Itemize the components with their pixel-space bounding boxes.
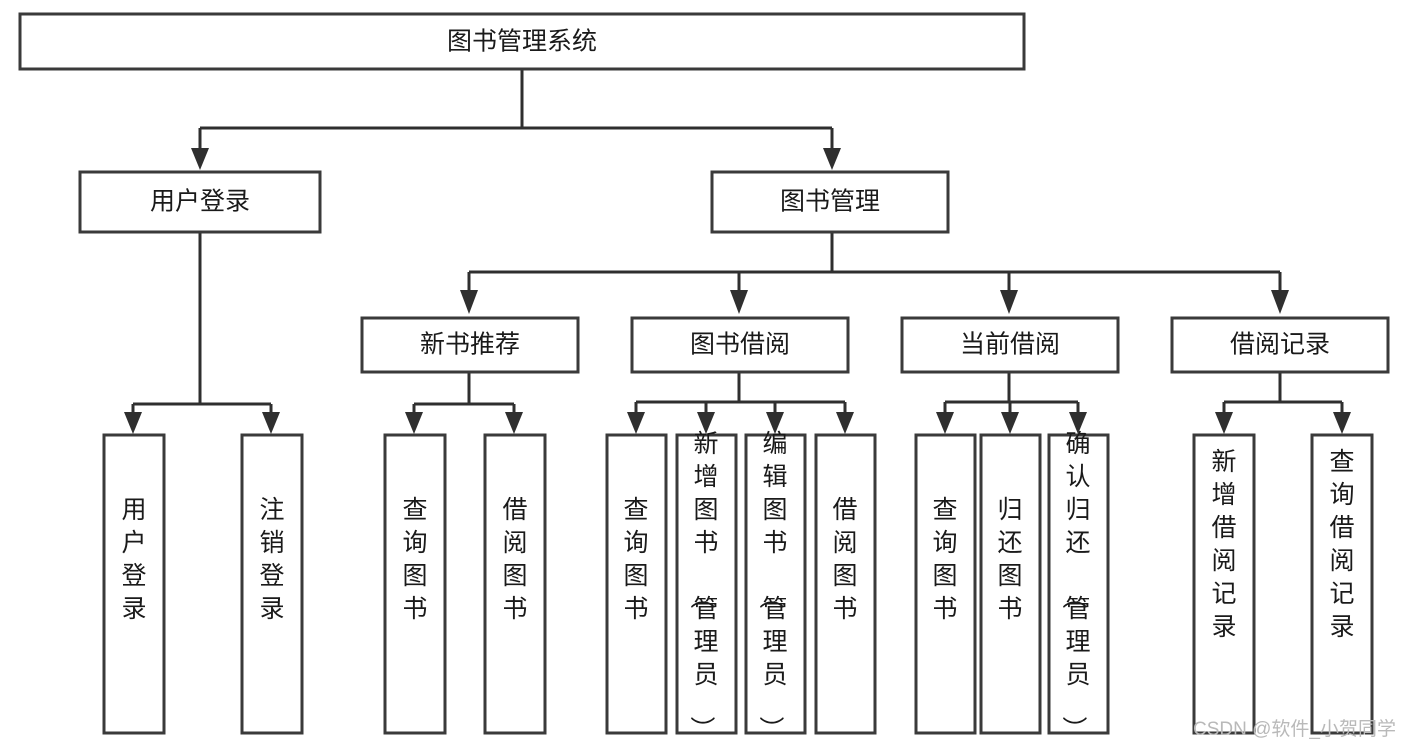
node-leaf-return-book[interactable]: 归还图书 (979, 433, 1042, 735)
arrowhead-leaf-user-login (124, 412, 142, 434)
node-borrow-record-box[interactable] (1170, 316, 1390, 374)
node-book-management-box[interactable] (710, 170, 950, 234)
node-leaf-query-book-2-box[interactable] (605, 433, 668, 735)
node-book-borrow-box[interactable] (630, 316, 850, 374)
node-root-label: 图书管理系统 (447, 28, 597, 56)
node-leaf-user-login[interactable]: 用户登录 (102, 433, 166, 735)
arrowhead-user-login (191, 148, 209, 170)
node-leaf-borrow-book-2-box[interactable] (814, 433, 877, 735)
node-book-borrow[interactable]: 图书借阅 (630, 316, 850, 374)
node-book-management[interactable]: 图书管理 (710, 170, 950, 234)
node-leaf-query-book-1[interactable]: 查询图书 (383, 433, 447, 735)
node-leaf-add-book[interactable]: 新增图书（管理员） (675, 430, 738, 741)
node-leaf-add-record-box[interactable] (1192, 433, 1256, 735)
node-leaf-add-book-label: 新增图书（管理员） (687, 430, 718, 741)
node-borrow-record-label: 借阅记录 (1230, 331, 1330, 359)
node-borrow-record[interactable]: 借阅记录 (1170, 316, 1390, 374)
node-leaf-query-book-1-box[interactable] (383, 433, 447, 735)
arrowhead-new-book-recommend (460, 290, 478, 314)
node-user-login-box[interactable] (78, 170, 322, 234)
node-leaf-confirm-return-label: 确认归还（管理员） (1059, 430, 1090, 741)
node-leaf-borrow-book-1-box[interactable] (483, 433, 547, 735)
node-user-login-label: 用户登录 (150, 188, 250, 216)
node-current-borrow-label: 当前借阅 (960, 331, 1060, 359)
node-book-management-label: 图书管理 (780, 188, 880, 216)
csdn-watermark: CSDN @软件_小贺同学 (1193, 718, 1396, 740)
node-leaf-query-book-2-label: 查询图书 (623, 496, 648, 623)
arrowhead-current-borrow (1000, 290, 1018, 314)
edge-group-book-borrow-to-leaves (627, 372, 854, 434)
arrowhead-leaf-query-record (1333, 412, 1351, 434)
node-leaf-confirm-return-box[interactable] (1047, 433, 1110, 735)
node-leaf-query-book-3-box[interactable] (914, 433, 977, 735)
arrowhead-leaf-add-record (1215, 412, 1233, 434)
node-leaf-borrow-book-2-label: 借阅图书 (832, 496, 857, 623)
node-leaf-edit-book-label: 编辑图书（管理员） (756, 430, 787, 741)
node-leaf-user-login-label: 用户登录 (121, 496, 146, 623)
node-new-book-recommend-label: 新书推荐 (420, 331, 520, 359)
arrowhead-leaf-borrow-book-2 (836, 412, 854, 434)
arrowhead-leaf-query-book-1 (405, 412, 423, 434)
arrowhead-borrow-record (1271, 290, 1289, 314)
arrowhead-leaf-query-book-2 (627, 412, 645, 434)
node-leaf-borrow-book-1[interactable]: 借阅图书 (483, 433, 547, 735)
node-current-borrow-box[interactable] (900, 316, 1120, 374)
node-root-system[interactable]: 图书管理系统 (18, 12, 1026, 71)
edge-group-current-borrow-to-leaves (936, 372, 1087, 434)
node-leaf-query-book-1-label: 查询图书 (402, 496, 427, 623)
node-leaf-query-book-2[interactable]: 查询图书 (605, 433, 668, 735)
node-current-borrow[interactable]: 当前借阅 (900, 316, 1120, 374)
arrowhead-book-management (823, 148, 841, 170)
node-leaf-query-record[interactable]: 查询借阅记录 (1310, 433, 1374, 735)
node-leaf-query-book-3-label: 查询图书 (932, 496, 957, 623)
node-new-book-recommend[interactable]: 新书推荐 (360, 316, 580, 374)
node-new-book-recommend-box[interactable] (360, 316, 580, 374)
edge-group-book-management-to-level3 (460, 232, 1289, 314)
edge-group-borrow-record-to-leaves (1215, 372, 1351, 434)
node-leaf-query-book-3[interactable]: 查询图书 (914, 433, 977, 735)
node-leaf-borrow-book-2[interactable]: 借阅图书 (814, 433, 877, 735)
node-leaf-edit-book[interactable]: 编辑图书（管理员） (744, 430, 807, 741)
node-book-borrow-label: 图书借阅 (690, 331, 790, 359)
arrowhead-leaf-borrow-book-1 (505, 412, 523, 434)
node-leaf-return-book-label: 归还图书 (997, 496, 1022, 623)
arrowhead-leaf-add-book (697, 412, 715, 434)
node-leaf-logout-login-label: 注销登录 (259, 496, 284, 623)
arrowhead-leaf-return-book (1001, 412, 1019, 434)
node-leaf-query-record-label: 查询借阅记录 (1329, 448, 1354, 641)
node-leaf-user-login-box[interactable] (102, 433, 166, 735)
arrowhead-leaf-confirm-return (1069, 412, 1087, 434)
node-root-box[interactable] (18, 12, 1026, 71)
node-leaf-logout-login-box[interactable] (240, 433, 304, 735)
edge-group-user-login-to-leaves (124, 232, 280, 434)
arrowhead-leaf-logout-login (262, 412, 280, 434)
arrowhead-book-borrow (730, 290, 748, 314)
node-leaf-borrow-book-1-label: 借阅图书 (502, 496, 527, 623)
node-user-login[interactable]: 用户登录 (78, 170, 322, 234)
node-leaf-query-record-box[interactable] (1310, 433, 1374, 735)
arrowhead-leaf-edit-book (766, 412, 784, 434)
node-leaf-logout-login[interactable]: 注销登录 (240, 433, 304, 735)
edge-group-new-book-recommend-to-leaves (405, 372, 523, 434)
edge-group-root-to-level2 (191, 69, 841, 170)
node-leaf-edit-book-box[interactable] (744, 433, 807, 735)
node-leaf-confirm-return[interactable]: 确认归还（管理员） (1047, 430, 1110, 741)
node-leaf-add-record[interactable]: 新增借阅记录 (1192, 433, 1256, 735)
node-leaf-add-book-box[interactable] (675, 433, 738, 735)
arrowhead-leaf-query-book-3 (936, 412, 954, 434)
node-leaf-return-book-box[interactable] (979, 433, 1042, 735)
node-leaf-add-record-label: 新增借阅记录 (1211, 448, 1236, 641)
